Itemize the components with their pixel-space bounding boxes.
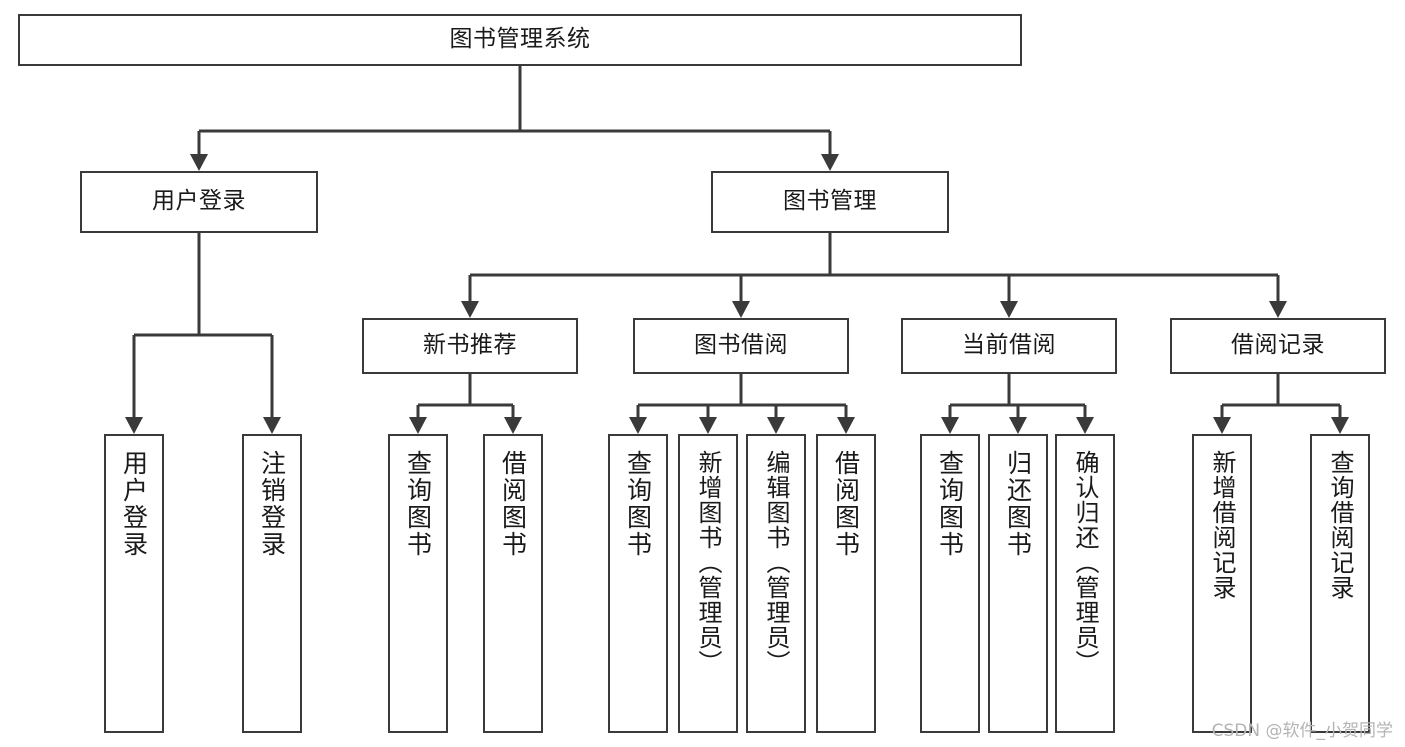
node-label: 图书借阅 bbox=[694, 332, 788, 359]
level3-node-0[interactable]: 新书推荐 bbox=[362, 318, 578, 374]
level2-node-0[interactable]: 用户登录 bbox=[80, 171, 318, 233]
leaf-node-5[interactable]: 新增图书（管理员） bbox=[678, 434, 738, 733]
leaf-node-1[interactable]: 注销登录 bbox=[242, 434, 302, 733]
leaf-node-6[interactable]: 编辑图书（管理员） bbox=[746, 434, 806, 733]
node-label: 用户登录 bbox=[119, 450, 149, 558]
leaf-node-3[interactable]: 借阅图书 bbox=[483, 434, 543, 733]
leaf-node-8[interactable]: 查询图书 bbox=[920, 434, 980, 733]
node-label: 当前借阅 bbox=[962, 332, 1056, 359]
arrow-head-icon bbox=[837, 417, 855, 434]
leaf-node-4[interactable]: 查询图书 bbox=[608, 434, 668, 733]
node-label: 图书管理 bbox=[783, 188, 877, 215]
node-label: 查询借阅记录 bbox=[1326, 450, 1354, 600]
node-label: 用户登录 bbox=[152, 188, 246, 215]
node-label: 借阅记录 bbox=[1231, 332, 1325, 359]
level3-node-2[interactable]: 当前借阅 bbox=[901, 318, 1117, 374]
arrow-head-icon bbox=[821, 154, 839, 171]
node-label: 查询图书 bbox=[623, 450, 653, 558]
node-label: 归还图书 bbox=[1003, 450, 1033, 558]
arrow-head-icon bbox=[767, 417, 785, 434]
leaf-node-0[interactable]: 用户登录 bbox=[104, 434, 164, 733]
arrow-head-icon bbox=[263, 417, 281, 434]
arrow-head-icon bbox=[1076, 417, 1094, 434]
arrow-head-icon bbox=[1000, 301, 1018, 318]
arrow-head-icon bbox=[461, 301, 479, 318]
arrow-head-icon bbox=[941, 417, 959, 434]
node-label: 确认归还（管理员） bbox=[1071, 450, 1099, 675]
leaf-node-7[interactable]: 借阅图书 bbox=[816, 434, 876, 733]
root-node-图书管理系统[interactable]: 图书管理系统 bbox=[18, 14, 1022, 66]
arrow-head-icon bbox=[1009, 417, 1027, 434]
node-label: 查询图书 bbox=[935, 450, 965, 558]
leaf-node-11[interactable]: 新增借阅记录 bbox=[1192, 434, 1252, 733]
arrow-head-icon bbox=[1269, 301, 1287, 318]
arrow-head-icon bbox=[1213, 417, 1231, 434]
leaf-node-2[interactable]: 查询图书 bbox=[388, 434, 448, 733]
level2-node-1[interactable]: 图书管理 bbox=[711, 171, 949, 233]
node-label: 编辑图书（管理员） bbox=[762, 450, 790, 675]
arrow-head-icon bbox=[125, 417, 143, 434]
node-label: 注销登录 bbox=[257, 450, 287, 558]
node-label: 新增图书（管理员） bbox=[694, 450, 722, 675]
arrow-head-icon bbox=[732, 301, 750, 318]
arrow-head-icon bbox=[1331, 417, 1349, 434]
node-label: 新增借阅记录 bbox=[1208, 450, 1236, 600]
arrow-head-icon bbox=[629, 417, 647, 434]
level3-node-3[interactable]: 借阅记录 bbox=[1170, 318, 1386, 374]
csdn-watermark: CSDN @软件_小贺同学 bbox=[1211, 721, 1393, 741]
node-label: 新书推荐 bbox=[423, 332, 517, 359]
node-label: 查询图书 bbox=[403, 450, 433, 558]
leaf-node-10[interactable]: 确认归还（管理员） bbox=[1055, 434, 1115, 733]
node-label: 借阅图书 bbox=[498, 450, 528, 558]
arrow-head-icon bbox=[699, 417, 717, 434]
arrow-head-icon bbox=[190, 154, 208, 171]
level3-node-1[interactable]: 图书借阅 bbox=[633, 318, 849, 374]
node-label: 图书管理系统 bbox=[449, 26, 591, 53]
leaf-node-9[interactable]: 归还图书 bbox=[988, 434, 1048, 733]
arrow-head-icon bbox=[409, 417, 427, 434]
node-label: 借阅图书 bbox=[831, 450, 861, 558]
arrow-head-icon bbox=[504, 417, 522, 434]
leaf-node-12[interactable]: 查询借阅记录 bbox=[1310, 434, 1370, 733]
